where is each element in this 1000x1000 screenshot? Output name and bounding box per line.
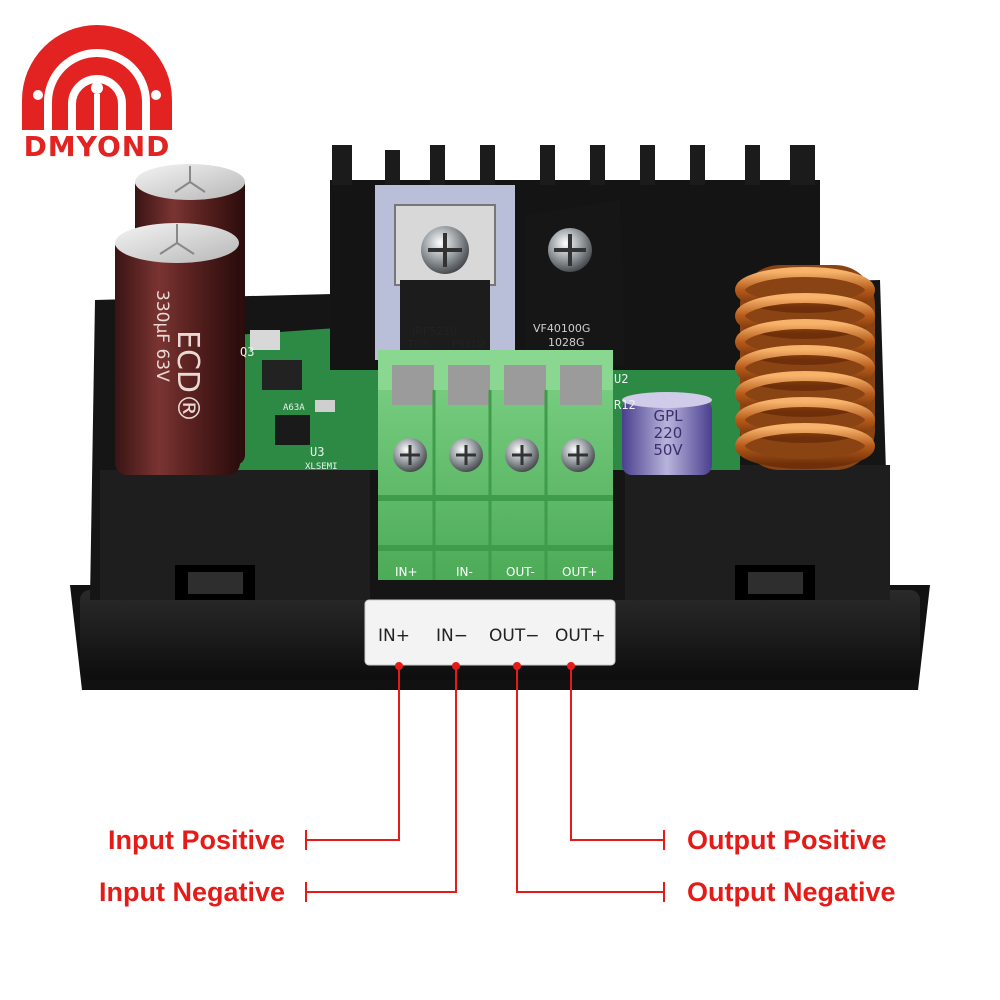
brand-logo-icon [22, 25, 172, 130]
small-cap-label-voltage: 50V [653, 441, 683, 459]
mosfet-1-label-line2: P621D [452, 339, 485, 350]
callout-input-positive: Input Positive [107, 825, 285, 855]
mosfet-1-logo: T⊙R [408, 339, 430, 350]
pcb-label-in-plus: IN+ [395, 565, 418, 579]
pcb-label-out-minus: OUT- [506, 565, 535, 579]
pcb-label-out-plus: OUT+ [562, 565, 598, 579]
pcb-mark-u3: U3 [310, 445, 325, 459]
callout-output-negative: Output Negative [687, 877, 896, 907]
panel-label-in-plus: IN+ [378, 626, 410, 646]
small-cap-label-brand: GPL [653, 407, 683, 425]
inductor-coil [735, 265, 875, 470]
mosfet-irf5210 [375, 185, 515, 360]
large-cap-brand: ECD® [170, 330, 205, 424]
panel-label-out-plus: OUT+ [555, 626, 606, 646]
small-capacitor [622, 392, 712, 475]
terminal-label-panel [364, 599, 616, 666]
mosfet-1-label-line1: IRF5210 [412, 325, 458, 338]
panel-label-out-minus: OUT− [489, 626, 540, 646]
pcb-mark-r12: R12 [614, 398, 636, 412]
pcb-mark-u2: U2 [614, 372, 629, 386]
pcb-mark-xlsemi: XLSEMI [305, 462, 338, 472]
diode-vf40100g [525, 200, 625, 365]
panel-label-in-minus: IN− [436, 626, 468, 646]
callout-output-positive: Output Positive [687, 825, 887, 855]
pcb-mark-a63a: A63A [283, 403, 305, 413]
terminal-block [378, 350, 613, 580]
callout-input-negative: Input Negative [98, 877, 285, 907]
diode-label-line1: VF40100G [533, 322, 591, 335]
large-cap-rating: 330μF 63V [152, 290, 172, 382]
brand-name: DMYOND [23, 130, 171, 163]
pcb-label-in-minus: IN- [456, 565, 473, 579]
electrolytic-capacitors [115, 164, 245, 475]
small-cap-label-value: 220 [653, 424, 683, 442]
callout-lines [305, 662, 665, 902]
pcb-mark-q3: Q3 [240, 345, 255, 359]
diode-label-line2: 1028G [548, 336, 585, 349]
